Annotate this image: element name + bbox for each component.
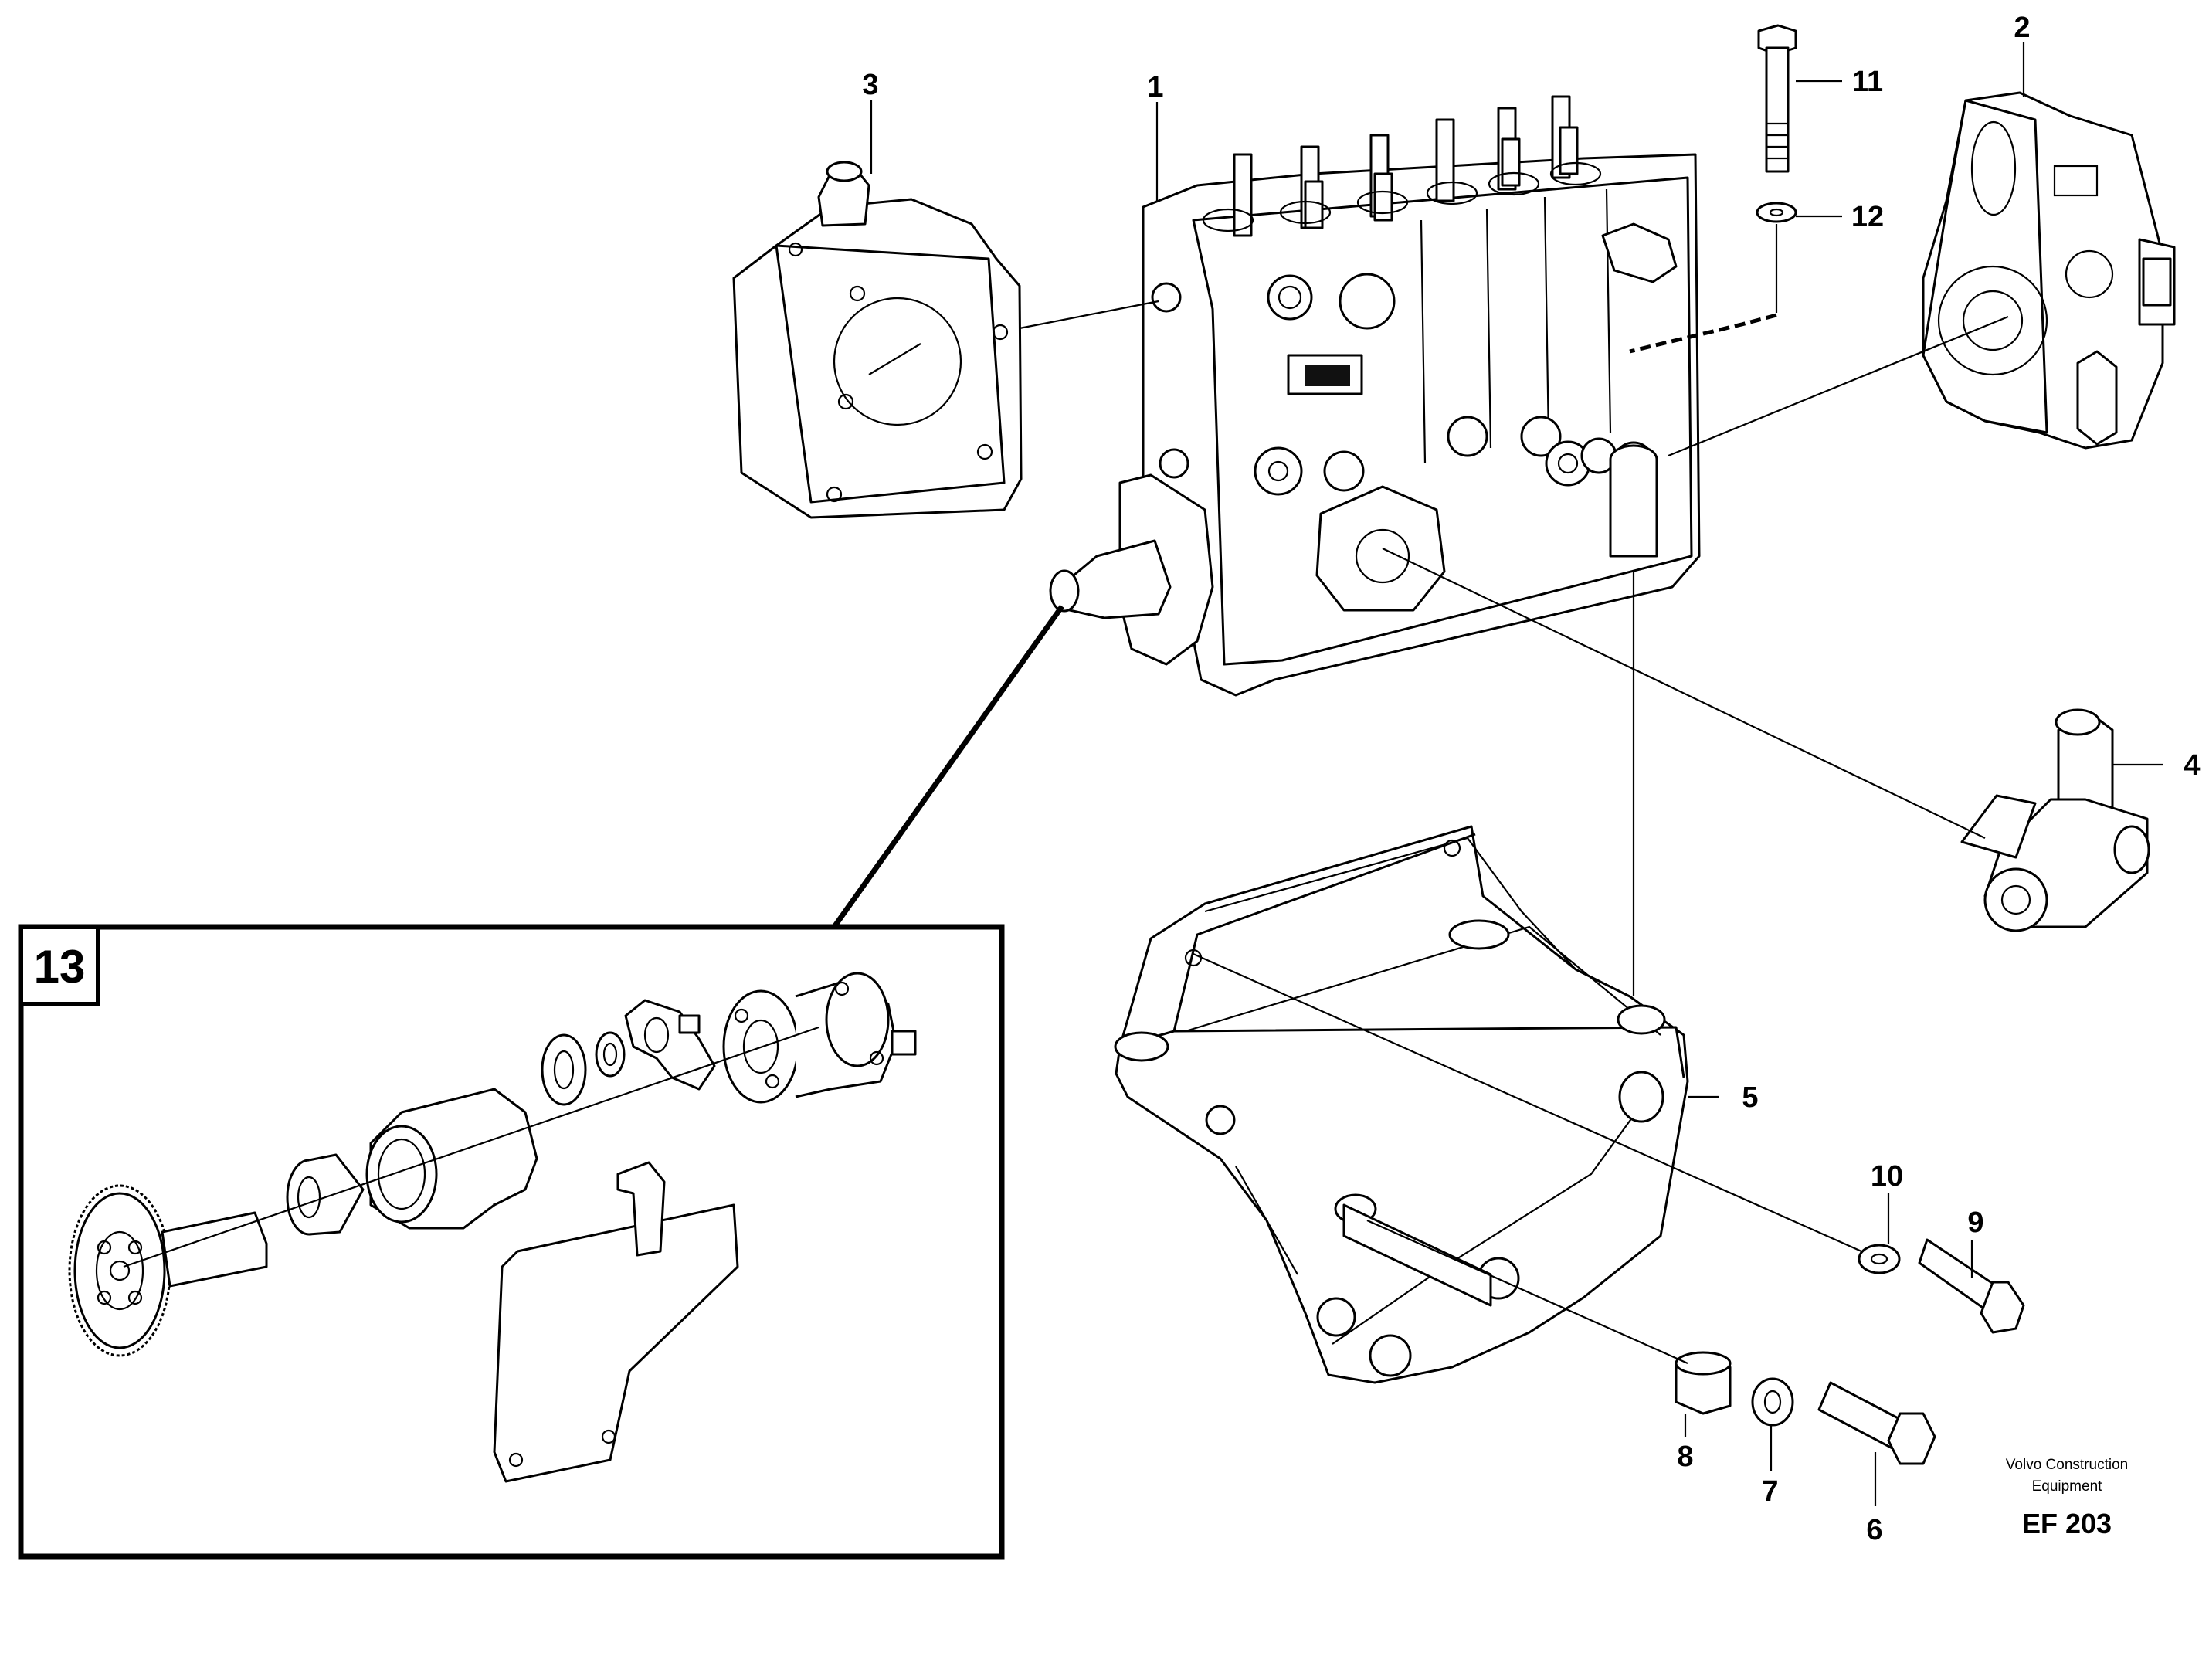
callout-7: 7: [1762, 1475, 1778, 1508]
reference-lines: [832, 224, 2009, 1365]
bearing-housing: [365, 1088, 538, 1230]
inset-label-box: [19, 925, 100, 1006]
callout-1: 1: [1147, 71, 1163, 104]
drive-gear: [68, 1184, 268, 1357]
part-10-washer: [1858, 1244, 1901, 1274]
part-12-washer: [1756, 202, 1797, 223]
part-6-bolt: [1817, 1381, 1936, 1465]
callout-9: 9: [1967, 1207, 1983, 1239]
o-ring: [595, 1031, 626, 1078]
bearing: [286, 1153, 365, 1236]
inset-label: 13: [34, 941, 86, 993]
part-1-injection-pump: [1049, 95, 1701, 697]
callout-10: 10: [1871, 1160, 1903, 1193]
callout-labels: 1 2 3 4 5 6 7 8 9 10 11 12: [862, 12, 2200, 1546]
callout-5: 5: [1742, 1081, 1758, 1114]
callout-3: 3: [862, 69, 878, 101]
callout-leaders: [870, 42, 2163, 1506]
lock-plate: [624, 999, 716, 1091]
part-5-bracket: [1114, 825, 1689, 1384]
part-9-bolt: [1918, 1238, 2025, 1334]
callout-2: 2: [2014, 12, 2030, 44]
callout-6: 6: [1866, 1514, 1882, 1546]
part-2-governor: [1922, 91, 2176, 450]
part-8-spacer: [1675, 1351, 1732, 1415]
callout-11: 11: [1852, 66, 1883, 98]
callout-8: 8: [1677, 1441, 1693, 1473]
part-7-washer: [1751, 1377, 1794, 1427]
part-4-feed-pump: [1960, 708, 2150, 932]
shield-plate: [493, 1161, 739, 1483]
figure-code: EF 203: [2022, 1508, 2112, 1539]
publisher-line-2: Equipment: [2032, 1478, 2103, 1495]
part-11-bolt: [1757, 24, 1797, 173]
publisher-block: Volvo Construction Equipment EF 203: [2006, 1457, 2128, 1539]
part-3-governor-housing: [732, 161, 1023, 519]
callout-4: 4: [2184, 749, 2200, 782]
publisher-line-1: Volvo Construction: [2006, 1457, 2128, 1473]
inset-13-drive-detail: 13: [18, 924, 1005, 1560]
callout-12: 12: [1851, 201, 1884, 233]
seal-ring: [541, 1033, 587, 1106]
